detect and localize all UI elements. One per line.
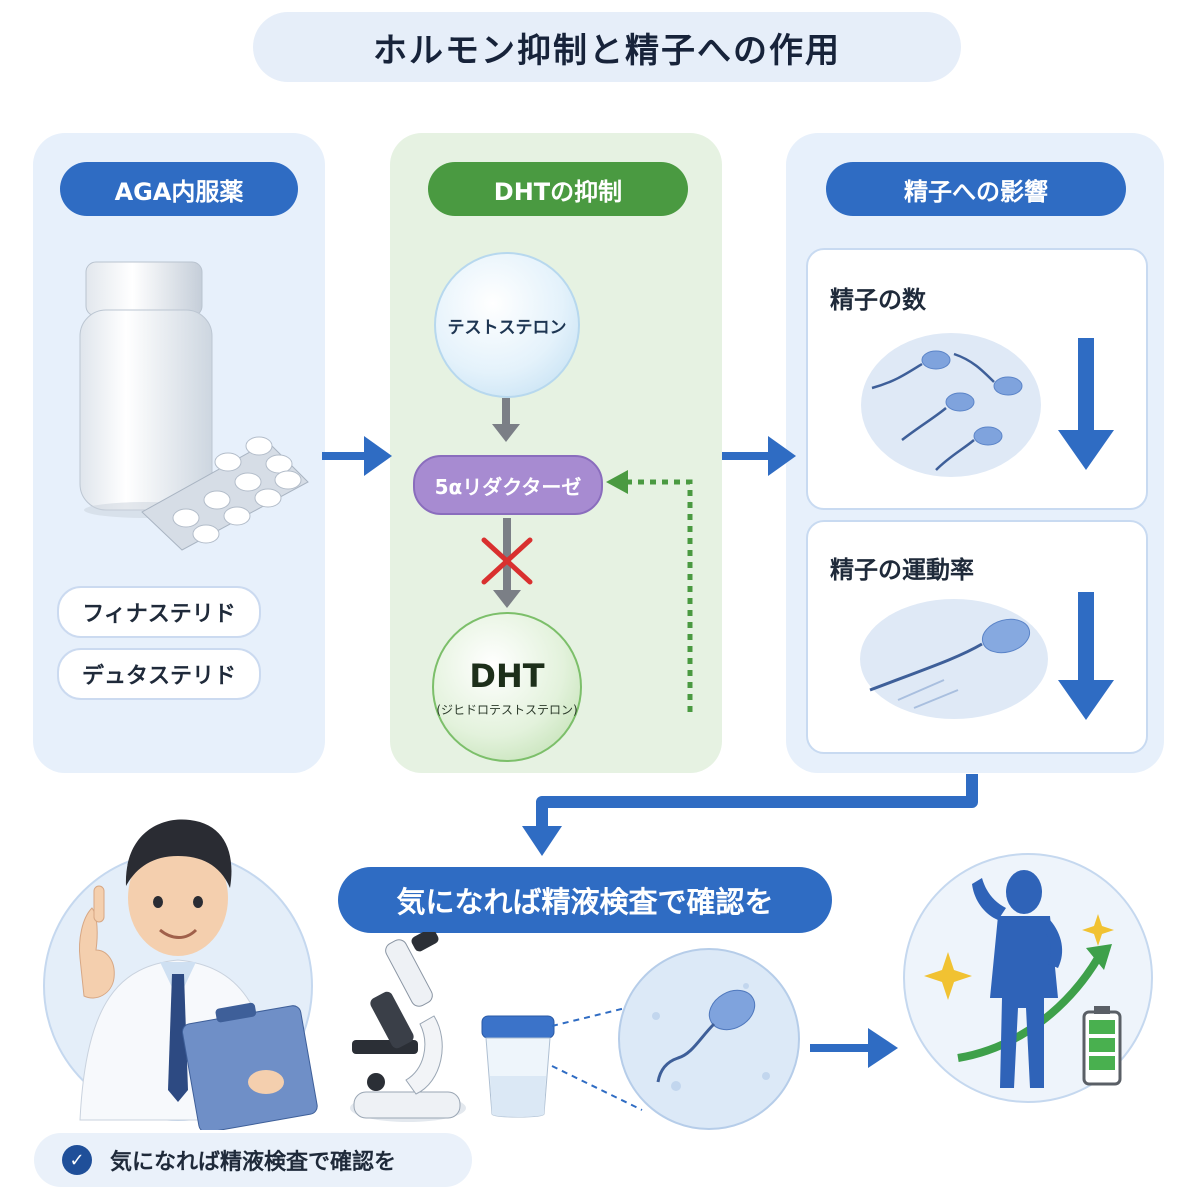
check-circle-icon: ✓ [62, 1145, 92, 1175]
dht-full-label: (ジヒドロテストステロン) [436, 702, 578, 717]
decrease-arrow-icon [1058, 338, 1114, 470]
drug-finasteride: フィナステリド [57, 586, 261, 638]
testosterone-circle: テストステロン [434, 252, 580, 398]
microscope-icon [350, 932, 466, 1122]
dht-suppression-header: DHTの抑制 [428, 162, 688, 216]
medicine-bottle-icon [79, 261, 309, 551]
battery-icon [1082, 1006, 1122, 1086]
sperm-motion-icon [860, 599, 1048, 719]
drug-dutasteride: デュタステリド [57, 648, 261, 700]
footer-text: 気になれば精液検査で確認を [110, 1150, 397, 1175]
page-title: ホルモン抑制と精子への作用 [253, 12, 961, 82]
doctor-illustration [43, 819, 318, 1130]
sample-cup-icon [481, 1015, 555, 1118]
sperm-count-label: 精子の数 [830, 286, 926, 314]
aga-medication-header: AGA内服薬 [60, 162, 298, 216]
footer-note: ✓ 気になれば精液検査で確認を [34, 1133, 472, 1187]
dht-label: DHT [469, 656, 545, 695]
sperm-effect-header: 精子への影響 [826, 162, 1126, 216]
semen-test-cta: 気になれば精液検査で確認を [338, 867, 832, 933]
cross-mark-icon [481, 537, 533, 585]
decrease-arrow-icon [1058, 592, 1114, 720]
sperm-group-icon [861, 333, 1041, 477]
arrow-right-icon [810, 1028, 898, 1068]
connector-arrow-icon [522, 774, 978, 856]
arrow-right-icon [322, 436, 392, 476]
blocked-arrow-icon [481, 518, 533, 608]
magnified-sperm-icon [618, 948, 800, 1130]
blister-pack-icon [141, 436, 309, 551]
5a-reductase-badge: 5αリダクターゼ [413, 455, 603, 515]
dht-circle: DHT (ジヒドロテストステロン) [432, 612, 582, 762]
testosterone-label: テストステロン [447, 317, 567, 338]
sperm-motility-label: 精子の運動率 [830, 556, 974, 584]
arrow-down-icon [492, 398, 520, 442]
healthy-man-illustration [903, 853, 1153, 1103]
arrow-right-icon [722, 436, 796, 476]
feedback-inhibition-arrow [606, 470, 693, 712]
